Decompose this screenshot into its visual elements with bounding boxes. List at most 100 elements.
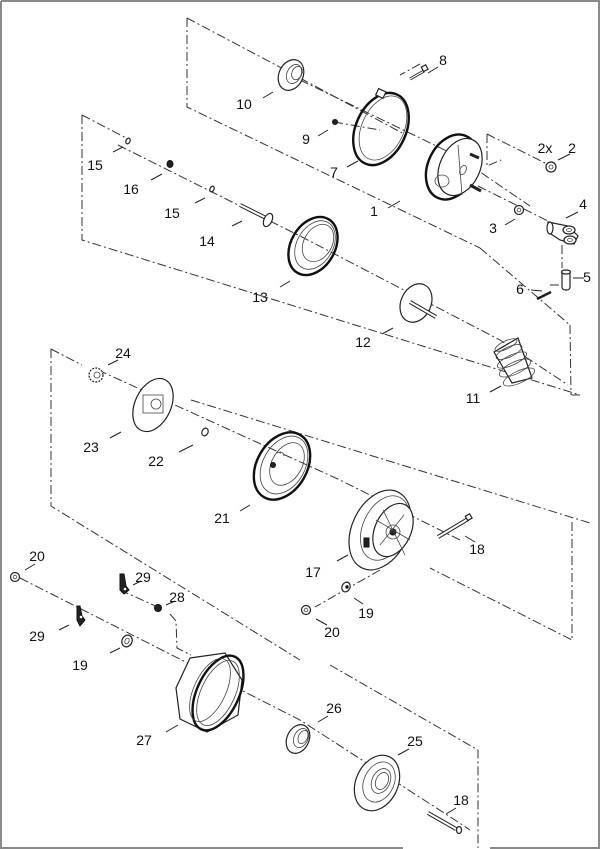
leader-line <box>165 724 179 733</box>
callout-label-29a: 29 <box>135 569 151 585</box>
part-15-o-ring[interactable] <box>209 185 215 193</box>
part-24-spring-washer[interactable] <box>88 367 104 383</box>
part-22-ring[interactable] <box>201 427 210 437</box>
part-27-cylinder[interactable] <box>175 648 254 738</box>
part-26-seal[interactable] <box>282 721 315 757</box>
callout-label-17: 17 <box>305 564 321 580</box>
part-10-seal[interactable] <box>273 55 308 94</box>
part-callouts: 122x345678910111213141516151718192021222… <box>24 52 591 815</box>
part-21-diaphragm[interactable] <box>242 422 321 509</box>
part-3-nut[interactable] <box>513 204 525 216</box>
leader-line <box>464 535 476 543</box>
leader-line <box>353 597 364 605</box>
leader-line <box>150 173 163 181</box>
leader-line <box>381 327 394 335</box>
callout-label-22: 22 <box>148 453 164 469</box>
callout-label-18b: 18 <box>453 792 469 808</box>
leader-line <box>107 359 119 366</box>
callout-label-1: 1 <box>370 203 378 219</box>
leader-line <box>336 554 349 562</box>
leader-line <box>530 289 543 292</box>
callout-label-2x: 2x <box>538 140 553 156</box>
callout-label-13: 13 <box>252 289 268 305</box>
group-d-boundary <box>169 613 479 848</box>
callout-label-27: 27 <box>136 732 152 748</box>
part-1-cover[interactable] <box>416 126 491 208</box>
callout-label-23: 23 <box>83 439 99 455</box>
leader-line <box>397 748 410 756</box>
callout-label-15a: 15 <box>87 157 103 173</box>
leader-line <box>557 153 571 161</box>
leader-line <box>231 220 243 227</box>
part-16-washer[interactable] <box>166 160 174 168</box>
leader-line <box>112 146 124 153</box>
part-25-bearing-plate[interactable] <box>346 748 409 818</box>
part-8-bolt[interactable] <box>409 64 429 81</box>
part-4-clevis[interactable] <box>546 221 579 245</box>
leader-line <box>427 66 439 74</box>
leader-line <box>279 280 291 288</box>
part-29-bracket[interactable] <box>76 605 86 627</box>
callout-label-20a: 20 <box>324 624 340 640</box>
group-a-boundary <box>186 17 546 249</box>
part-12-diaphragm-rod[interactable] <box>394 279 438 328</box>
leader-line <box>315 618 328 626</box>
callout-label-21: 21 <box>214 510 230 526</box>
callout-label-8: 8 <box>439 52 447 68</box>
callout-label-9: 9 <box>302 131 310 147</box>
group-b-boundary <box>81 114 581 396</box>
assembly-axes <box>19 63 569 831</box>
part-2-nut[interactable] <box>545 161 557 173</box>
callout-label-18a: 18 <box>469 541 485 557</box>
callout-label-7: 7 <box>330 164 338 180</box>
callout-label-5: 5 <box>583 269 591 285</box>
part-18-bolt[interactable] <box>436 512 473 539</box>
part-28-nut[interactable] <box>154 604 162 612</box>
callout-label-10: 10 <box>236 96 252 112</box>
callout-label-20b: 20 <box>29 548 45 564</box>
leader-line <box>504 218 516 226</box>
part-19-washer[interactable] <box>340 581 351 593</box>
group-c-boundary <box>50 348 591 661</box>
part-23-plate[interactable] <box>125 372 181 438</box>
part-11-spring[interactable] <box>493 336 537 389</box>
callout-label-14: 14 <box>199 233 215 249</box>
part-7-clamp-ring[interactable] <box>342 84 419 174</box>
part-13-diaphragm[interactable] <box>278 208 347 284</box>
part-29-bracket[interactable] <box>119 573 130 595</box>
leader-line <box>109 431 122 439</box>
leader-line <box>178 444 194 453</box>
callout-label-3: 3 <box>489 220 497 236</box>
part-15-o-ring[interactable] <box>125 137 131 145</box>
leader-line <box>565 211 579 219</box>
part-14-push-rod[interactable] <box>239 203 275 228</box>
leader-line <box>346 160 359 168</box>
part-19-washer[interactable] <box>120 633 134 648</box>
callout-label-26: 26 <box>326 700 342 716</box>
leader-line <box>489 385 502 393</box>
callout-label-19a: 19 <box>358 605 374 621</box>
leader-line <box>109 647 121 654</box>
callout-label-2: 2 <box>568 140 576 156</box>
part-9-nut[interactable] <box>332 119 338 125</box>
callout-label-6: 6 <box>516 281 524 297</box>
callout-label-15b: 15 <box>164 205 180 221</box>
leader-line <box>317 129 329 137</box>
leader-line <box>239 504 251 512</box>
part-20-nut[interactable] <box>300 604 312 616</box>
part-18-bolt[interactable] <box>427 811 463 835</box>
callout-label-11: 11 <box>466 390 481 406</box>
leader-line <box>445 807 457 815</box>
leader-line <box>387 200 401 209</box>
part-20-nut[interactable] <box>9 571 21 583</box>
part-5-pin[interactable] <box>560 269 572 291</box>
part-6-cotter-pin[interactable] <box>536 290 552 301</box>
leader-line <box>194 197 206 204</box>
callout-label-19b: 19 <box>72 657 88 673</box>
callout-label-25: 25 <box>407 733 423 749</box>
leader-line <box>132 580 142 586</box>
callout-label-12: 12 <box>355 334 371 350</box>
part-17-housing[interactable] <box>337 480 423 580</box>
